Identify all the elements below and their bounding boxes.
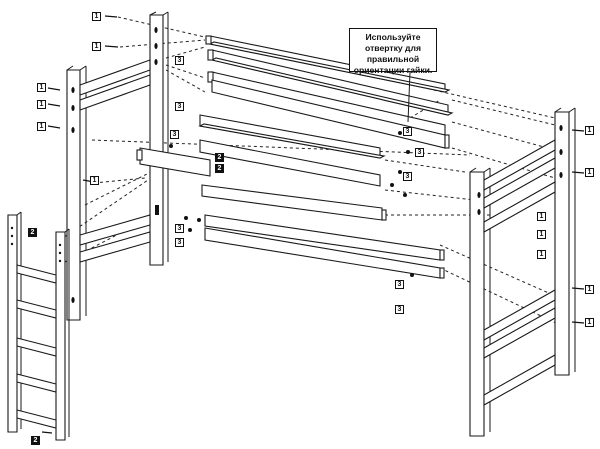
tag-3: 3 (415, 148, 424, 157)
tag-1: 1 (537, 230, 546, 239)
tag-1: 1 (585, 168, 594, 177)
ladder (7, 211, 70, 441)
tag-2: 2 (31, 436, 40, 445)
tag-2: 2 (215, 153, 224, 162)
tag-1: 1 (585, 285, 594, 294)
tag-1: 1 (585, 126, 594, 135)
tag-1: 1 (37, 100, 46, 109)
tag-2: 2 (28, 228, 37, 237)
tag-3: 3 (403, 172, 412, 181)
screw-icon (41, 15, 585, 434)
tag-3: 3 (395, 305, 404, 314)
tag-1: 1 (37, 122, 46, 131)
tag-1: 1 (585, 318, 594, 327)
tag-3: 3 (175, 102, 184, 111)
nut-icon (169, 131, 414, 277)
tag-1: 1 (92, 12, 101, 21)
tag-1: 1 (537, 212, 546, 221)
tag-3: 3 (395, 280, 404, 289)
tag-3: 3 (175, 56, 184, 65)
tag-3: 3 (403, 127, 412, 136)
callout-pointer (407, 71, 411, 123)
side-rails (136, 35, 454, 279)
right-end-frame (469, 107, 576, 437)
tag-3: 3 (170, 130, 179, 139)
tag-1: 1 (37, 83, 46, 92)
callout-note: Используйте отвертку для правильной орие… (349, 28, 437, 75)
tag-3: 3 (175, 238, 184, 247)
tag-1: 1 (537, 250, 546, 259)
left-end-frame (66, 11, 169, 321)
tag-3: 3 (175, 224, 184, 233)
tag-1: 1 (90, 176, 99, 185)
tag-2: 2 (215, 164, 224, 173)
tag-1: 1 (92, 42, 101, 51)
